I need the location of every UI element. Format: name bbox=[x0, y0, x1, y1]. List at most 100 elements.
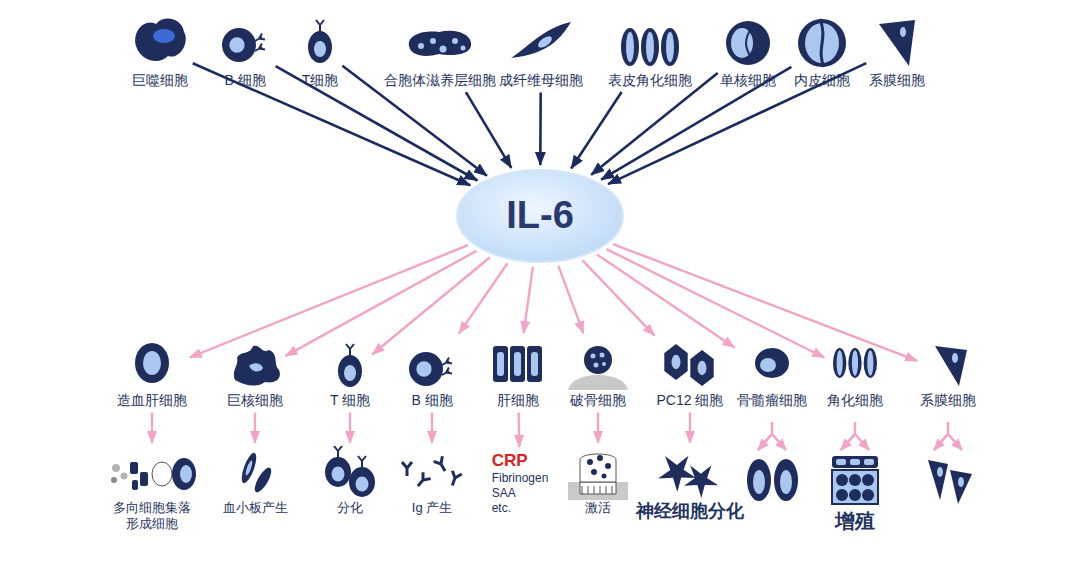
cell-shape bbox=[641, 28, 659, 66]
cell-shape bbox=[935, 346, 967, 386]
neuron-differentiation: 神经细胞分化 bbox=[636, 446, 744, 523]
cell-shape bbox=[798, 19, 846, 67]
arrow-connector bbox=[597, 255, 735, 348]
cell-shape bbox=[664, 344, 687, 380]
t-cell: T 细胞 bbox=[330, 336, 370, 410]
arrow-connector bbox=[591, 73, 718, 175]
cell-icon bbox=[794, 8, 850, 70]
cell-shape bbox=[434, 456, 450, 473]
cell-shape bbox=[111, 477, 117, 483]
cell-shape bbox=[143, 351, 161, 375]
cell-shape bbox=[514, 352, 521, 376]
acute-phase-proteins: CRPFibrinogenSAAetc. bbox=[492, 450, 549, 516]
arrow-connector bbox=[601, 67, 791, 180]
cell-shape bbox=[832, 456, 878, 468]
effect-label: 多向细胞集落形成细胞 bbox=[111, 500, 193, 533]
cell-shape bbox=[153, 29, 175, 43]
monocyte: 单核细胞 bbox=[720, 8, 776, 90]
cell-shape bbox=[414, 472, 431, 489]
cell-icon bbox=[320, 446, 380, 500]
cell-shape bbox=[621, 28, 679, 66]
cell-shape bbox=[442, 368, 452, 376]
differentiation: 分化 bbox=[320, 446, 380, 516]
cell-shape bbox=[658, 456, 696, 492]
cell-label: T细胞 bbox=[302, 72, 339, 90]
keratinocyte: 表皮角化细胞 bbox=[608, 8, 692, 90]
cell-shape bbox=[358, 456, 366, 468]
cell-shape bbox=[755, 348, 789, 378]
cell-shape bbox=[864, 459, 874, 465]
arrow-connector bbox=[431, 413, 433, 444]
arrow-connector bbox=[254, 413, 256, 444]
cell-shape bbox=[605, 463, 611, 469]
b-cell: B 细胞 bbox=[217, 8, 273, 90]
cell-shape bbox=[140, 472, 148, 486]
cell-icon bbox=[330, 336, 370, 390]
cell-shape bbox=[252, 465, 275, 494]
cell-label: 巨核细胞 bbox=[227, 392, 283, 410]
myeloma-cell: 骨髓瘤细胞 bbox=[737, 336, 807, 410]
cell-shape bbox=[418, 43, 424, 49]
cell-shape bbox=[180, 465, 192, 483]
cell-shape bbox=[493, 346, 508, 382]
arrow-connector bbox=[524, 267, 533, 333]
cell-shape bbox=[928, 460, 948, 500]
mesangial-cell: 系膜细胞 bbox=[920, 336, 976, 410]
cell-shape bbox=[497, 352, 504, 376]
cell-shape bbox=[255, 34, 265, 42]
cell-shape bbox=[671, 355, 680, 369]
cell-icon bbox=[405, 8, 475, 70]
cell-label: 肝细胞 bbox=[497, 392, 539, 410]
cell-shape bbox=[864, 348, 877, 378]
cell-icon bbox=[106, 446, 198, 500]
cell-shape bbox=[850, 459, 860, 465]
cell-shape bbox=[937, 467, 943, 477]
cell-shape bbox=[440, 46, 447, 53]
cell-shape bbox=[442, 358, 452, 366]
arrow-connector bbox=[689, 413, 691, 444]
effect-label: 激活 bbox=[585, 500, 611, 516]
cell-shape bbox=[587, 459, 593, 465]
arrow-connector bbox=[151, 413, 153, 444]
activation: 激活 bbox=[566, 446, 630, 516]
cell-shape bbox=[430, 38, 436, 44]
arrow-connector bbox=[597, 413, 599, 444]
cell-shape bbox=[862, 489, 874, 501]
effect-label: Fibrinogen bbox=[492, 471, 549, 486]
arrow-connector bbox=[608, 63, 866, 184]
cell-shape bbox=[511, 22, 571, 58]
cell-label: 表皮角化细胞 bbox=[608, 72, 692, 90]
cell-shape bbox=[758, 422, 786, 450]
arrow-connector bbox=[583, 260, 655, 335]
cell-label: 单核细胞 bbox=[720, 72, 776, 90]
cell-shape bbox=[229, 37, 244, 52]
cell-shape bbox=[600, 353, 605, 358]
cell-shape bbox=[646, 32, 654, 63]
arrow-connector bbox=[459, 263, 508, 333]
cell-shape bbox=[952, 353, 958, 363]
effect-label: 神经细胞分化 bbox=[636, 500, 744, 523]
arrow-connector bbox=[613, 244, 917, 361]
cell-shape bbox=[666, 32, 674, 63]
cell-shape bbox=[580, 482, 616, 494]
cell-shape bbox=[836, 459, 846, 465]
cell-icon bbox=[655, 446, 725, 500]
cell-shape bbox=[746, 27, 752, 59]
cell-shape bbox=[591, 354, 596, 359]
cell-shape bbox=[344, 365, 356, 381]
cell-label: 造血肝细胞 bbox=[117, 392, 187, 410]
cell-label: 系膜细胞 bbox=[869, 72, 925, 90]
cell-shape bbox=[684, 465, 718, 498]
osteoclast: 破骨细胞 bbox=[566, 336, 630, 410]
t-cell: T细胞 bbox=[300, 8, 340, 90]
cell-label: T 细胞 bbox=[330, 392, 370, 410]
arrow-connector bbox=[372, 258, 489, 355]
cell-shape bbox=[452, 38, 458, 44]
cell-icon bbox=[747, 336, 797, 390]
pc12-cell: PC12 细胞 bbox=[657, 336, 724, 410]
cell-shape bbox=[591, 469, 597, 475]
cell-icon bbox=[566, 336, 630, 390]
hematopoietic-cell: 造血肝细胞 bbox=[117, 336, 187, 410]
cell-icon bbox=[487, 336, 549, 390]
cell-shape bbox=[849, 474, 861, 486]
